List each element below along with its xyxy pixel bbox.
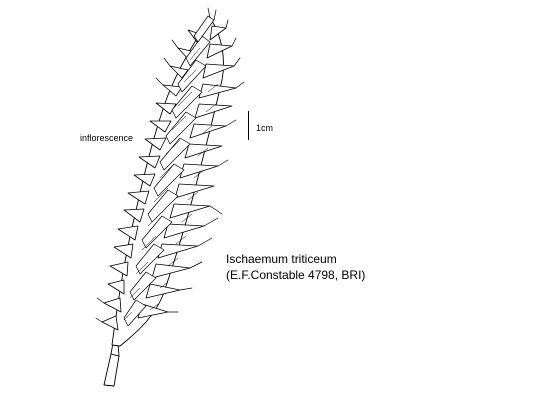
inflorescence-label: inflorescence	[80, 133, 134, 143]
spikelets-centre	[123, 15, 215, 327]
awns	[95, 7, 245, 323]
species-name: Ischaemum triticeum	[226, 252, 337, 266]
vein-hatching	[123, 47, 219, 321]
specimen-caption: Ischaemum triticeum (E.F.Constable 4798,…	[226, 251, 365, 283]
scale-bar	[248, 111, 249, 140]
collection-reference: (E.F.Constable 4798, BRI)	[226, 268, 366, 282]
stalk	[103, 353, 120, 387]
spikelets-right	[137, 25, 237, 319]
scale-label: 1cm	[256, 123, 274, 133]
